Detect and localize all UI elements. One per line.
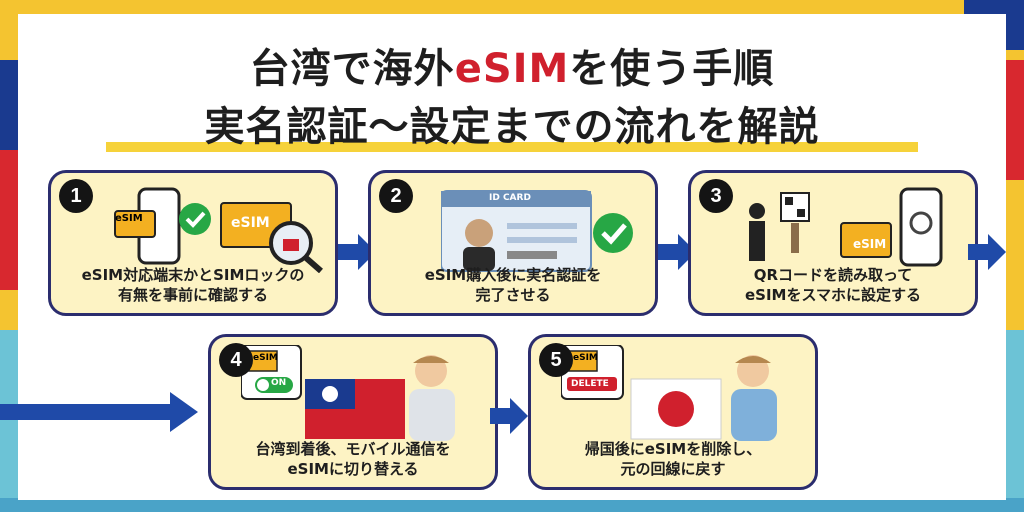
caption-line: eSIMをスマホに設定する xyxy=(744,286,922,304)
check-icon xyxy=(593,213,633,253)
caption-line: eSIM購入後に実名認証を xyxy=(424,266,602,284)
sim-chip-icon xyxy=(840,222,892,258)
step-caption: 帰国後にeSIMを削除し、元の回線に戻す xyxy=(531,439,815,479)
phone-icon xyxy=(899,187,943,267)
step-caption: eSIM対応端末かとSIMロックの有無を事前に確認する xyxy=(51,265,335,305)
delete-button-graphic xyxy=(567,377,617,391)
page-title: 台湾で海外eSIMを使う手順 xyxy=(18,36,1006,94)
sim-chip-label: eSIM xyxy=(115,213,143,224)
step-caption: 台湾到着後、モバイル通信を eSIMに切り替える xyxy=(211,439,495,479)
arrow-right-icon xyxy=(968,234,1006,270)
sim-chip-label: eSIM xyxy=(231,215,270,231)
step-3-card: eSIM 3 QRコードを読み取って eSIMをスマホに設定する xyxy=(688,170,978,316)
step-2-card: ID CARD 2 eSIM購入後に実名認証を完了させる xyxy=(368,170,658,316)
step-4-illustration xyxy=(241,345,455,441)
check-icon xyxy=(179,203,211,235)
step-caption: QRコードを読み取って eSIMをスマホに設定する xyxy=(691,265,975,305)
step-5-card: eSIM DELETE 5 帰国後にeSIMを削除し、元の回線に戻す xyxy=(528,334,818,490)
bg-decoration xyxy=(0,498,1024,512)
caption-line: eSIMに切り替える xyxy=(287,460,419,478)
step-number: 3 xyxy=(699,179,733,213)
title-accent: eSIM xyxy=(454,46,570,92)
toggle-label: ON xyxy=(271,378,287,388)
caption-line: 台湾到着後、モバイル通信を xyxy=(255,440,451,458)
sim-chip-label: eSIM xyxy=(253,353,278,363)
title-part: 台湾で海外 xyxy=(249,46,455,92)
person-icon xyxy=(465,219,493,247)
step-5-illustration xyxy=(561,345,777,441)
step-2-illustration xyxy=(441,190,633,272)
title-underline xyxy=(106,142,918,152)
caption-line: 元の回線に戻す xyxy=(620,460,726,478)
arrow-right-icon xyxy=(490,398,528,434)
step-caption: eSIM購入後に実名認証を完了させる xyxy=(371,265,655,305)
step-number: 2 xyxy=(379,179,413,213)
caption-line: 帰国後にeSIMを削除し、 xyxy=(584,440,762,458)
gear-icon xyxy=(909,211,933,235)
person-icon xyxy=(749,203,765,219)
step-number: 4 xyxy=(219,343,253,377)
step-number: 5 xyxy=(539,343,573,377)
step-3-illustration xyxy=(749,187,943,267)
step-1-illustration xyxy=(114,187,323,273)
arrow-right-icon xyxy=(658,234,696,270)
page-subtitle: 実名認証〜設定までの流れを解説 xyxy=(204,104,820,150)
caption-line: 有無を事前に確認する xyxy=(117,286,268,304)
title-part: を使う手順 xyxy=(569,46,775,92)
step-1-card: eSIM eSIM 1 eSIM対応端末かとSIMロックの有無を事前に確認する xyxy=(48,170,338,316)
caption-line: 完了させる xyxy=(475,286,551,304)
infographic-card: 台湾で海外eSIMを使う手順 実名認証〜設定までの流れを解説 eSIM eSIM… xyxy=(0,14,1006,500)
sim-chip-label: eSIM xyxy=(573,353,598,363)
arrow-right-icon xyxy=(0,392,198,432)
sim-chip-icon xyxy=(114,210,156,238)
arrow-right-icon xyxy=(338,234,376,270)
step-4-card: eSIM ON 4 台湾到着後、モバイル通信を eSIMに切り替える xyxy=(208,334,498,490)
id-card-label: ID CARD xyxy=(489,193,531,203)
caption-line: eSIM対応端末かとSIMロックの xyxy=(81,266,305,284)
caption-line: QRコードを読み取って xyxy=(753,266,913,284)
delete-label: DELETE xyxy=(571,379,609,389)
step-number: 1 xyxy=(59,179,93,213)
sim-chip-label: eSIM xyxy=(853,237,887,251)
